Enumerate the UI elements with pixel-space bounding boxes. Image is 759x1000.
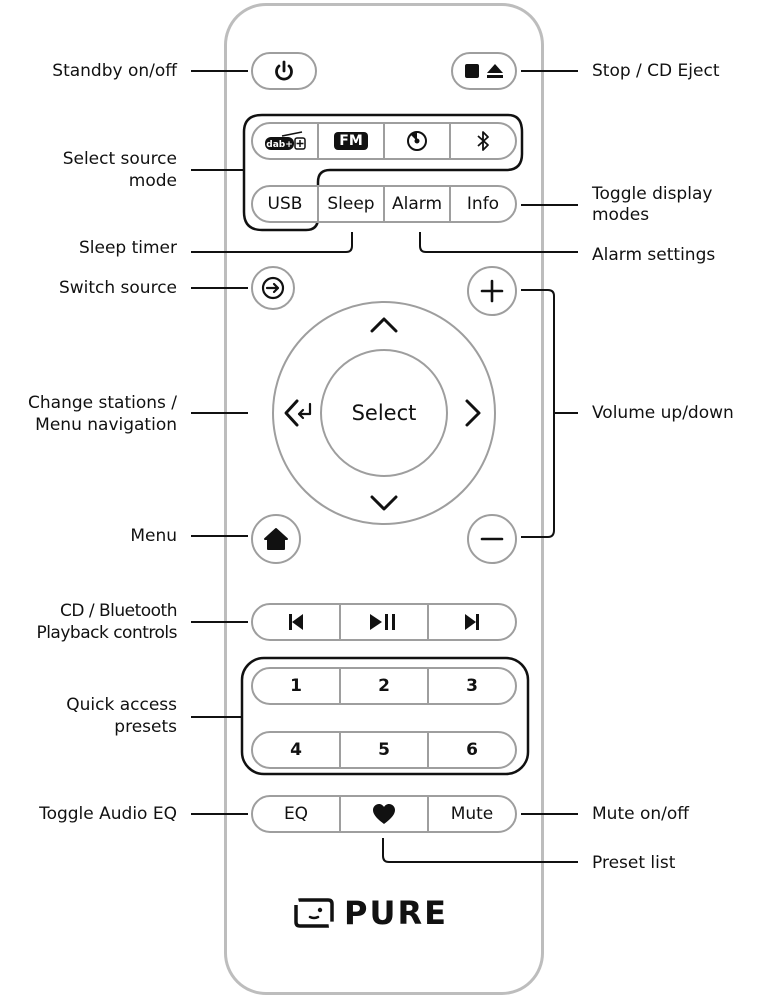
- label-presets-1: Quick access: [66, 695, 177, 715]
- skip-forward-button[interactable]: [427, 605, 515, 639]
- preset-1-button[interactable]: 1: [290, 676, 302, 696]
- preset-list-button[interactable]: [339, 797, 427, 831]
- label-sleep-timer: Sleep timer: [78, 238, 177, 258]
- eject-icon: [487, 64, 503, 78]
- mute-button[interactable]: Mute: [427, 797, 515, 831]
- home-icon: [264, 528, 288, 550]
- heart-icon: [373, 804, 395, 824]
- playback-row: [251, 603, 517, 641]
- dab-button[interactable]: dab+: [253, 124, 317, 158]
- plus-icon: [480, 279, 504, 303]
- svg-text:dab+: dab+: [266, 140, 293, 150]
- usb-button[interactable]: USB: [267, 194, 303, 214]
- play-pause-button[interactable]: [339, 605, 427, 639]
- label-toggle-display-1: Toggle display: [592, 184, 713, 204]
- cd-icon: [407, 131, 427, 151]
- label-stop-eject: Stop / CD Eject: [592, 61, 720, 81]
- source-row: dab+ FM: [251, 122, 517, 160]
- skip-forward-icon: [465, 614, 479, 630]
- bluetooth-button[interactable]: [449, 124, 515, 158]
- volume-up-button[interactable]: [467, 266, 517, 316]
- skip-back-icon: [289, 614, 303, 630]
- label-alarm-settings: Alarm settings: [592, 245, 716, 265]
- fm-label: FM: [334, 132, 368, 150]
- fm-button[interactable]: FM: [317, 124, 383, 158]
- function-row: USB Sleep Alarm Info: [251, 185, 517, 223]
- preset-6-button[interactable]: 6: [427, 733, 515, 767]
- label-toggle-eq: Toggle Audio EQ: [39, 804, 177, 824]
- preset-2-button[interactable]: 2: [339, 669, 427, 703]
- skip-back-button[interactable]: [253, 605, 339, 639]
- preset-4-button[interactable]: 4: [290, 740, 302, 760]
- switch-source-button[interactable]: [251, 266, 295, 310]
- minus-icon: [480, 537, 504, 541]
- label-toggle-display-2: modes: [592, 205, 650, 225]
- label-standby: Standby on/off: [52, 61, 177, 81]
- presets-row-1: 1 2 3: [251, 667, 517, 705]
- label-select-source-2: mode: [128, 171, 177, 191]
- dab-icon: dab+: [265, 131, 306, 150]
- label-preset-list: Preset list: [592, 853, 676, 873]
- standby-button[interactable]: [251, 52, 317, 90]
- pure-logo-text: PURE: [344, 894, 448, 932]
- play-pause-icon: [370, 614, 395, 630]
- stop-eject-button[interactable]: [451, 52, 517, 90]
- info-button[interactable]: Info: [449, 187, 515, 221]
- source-icon: [261, 276, 285, 300]
- bluetooth-icon: [477, 131, 489, 151]
- volume-down-button[interactable]: [467, 514, 517, 564]
- label-select-source-1: Select source: [62, 149, 177, 169]
- preset-5-button[interactable]: 5: [339, 733, 427, 767]
- eq-button[interactable]: EQ: [283, 804, 309, 824]
- label-volume: Volume up/down: [592, 403, 734, 423]
- presets-row-2: 4 5 6: [251, 731, 517, 769]
- stop-icon: [465, 64, 479, 78]
- select-button[interactable]: Select: [320, 349, 448, 477]
- cd-button[interactable]: [383, 124, 449, 158]
- label-mute: Mute on/off: [592, 804, 689, 824]
- sleep-button[interactable]: Sleep: [317, 187, 383, 221]
- label-presets-2: presets: [114, 717, 177, 737]
- menu-button[interactable]: [251, 514, 301, 564]
- eq-row: EQ Mute: [251, 795, 517, 833]
- label-switch-source: Switch source: [58, 278, 177, 298]
- pure-logo-icon: [294, 898, 334, 928]
- label-change-stations-2: Menu navigation: [35, 415, 177, 435]
- pure-logo: PURE: [294, 893, 484, 933]
- alarm-button[interactable]: Alarm: [383, 187, 449, 221]
- label-playback-2: Playback controls: [36, 623, 177, 643]
- label-change-stations-1: Change stations /: [28, 393, 177, 413]
- label-playback-1: CD / Bluetooth: [59, 601, 178, 621]
- power-icon: [275, 60, 293, 81]
- preset-3-button[interactable]: 3: [427, 669, 515, 703]
- label-menu: Menu: [130, 526, 177, 546]
